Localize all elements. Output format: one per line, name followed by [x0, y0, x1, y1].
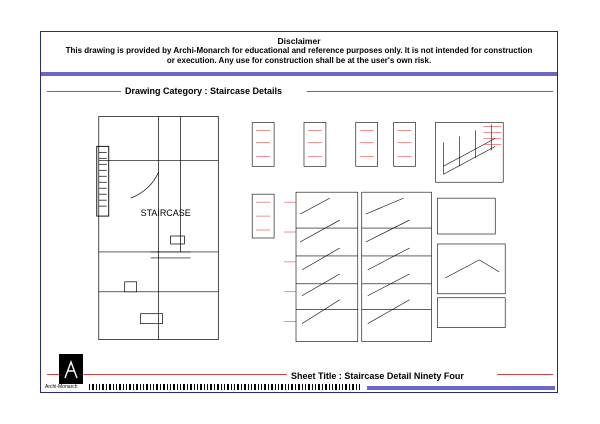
top-accent-band — [41, 72, 557, 76]
archi-monarch-logo — [59, 354, 83, 384]
title-rule-right — [497, 374, 553, 375]
bottom-accent-band — [367, 386, 555, 390]
brand-name: Archi-Monarch — [45, 384, 78, 390]
detail-red-marks — [483, 126, 502, 145]
title-rule-left — [47, 374, 287, 375]
sheet-title: Sheet Title : Staircase Detail Ninety Fo… — [291, 371, 464, 381]
category-rule-right — [307, 91, 553, 92]
stair-plan-red-marks — [256, 130, 412, 231]
disclaimer-text: This drawing is provided by Archi-Monarc… — [65, 46, 533, 65]
section-red-marks — [284, 201, 297, 322]
staircase-drawing: STAIRCASE — [96, 116, 506, 342]
disclaimer-title: Disclaimer — [277, 36, 321, 46]
category-rule-left — [47, 91, 121, 92]
railing-details — [435, 122, 506, 328]
drawing-category: Drawing Category : Staircase Details — [125, 86, 283, 96]
staircase-plan-label: STAIRCASE — [141, 208, 191, 218]
stair-sections — [295, 191, 432, 342]
barcode-strip — [89, 384, 360, 390]
disclaimer-block: Disclaimer This drawing is provided by A… — [41, 32, 557, 72]
stair-plan-tiles — [251, 122, 416, 239]
floor-plan — [96, 116, 219, 340]
drawing-sheet: Disclaimer This drawing is provided by A… — [40, 31, 558, 393]
